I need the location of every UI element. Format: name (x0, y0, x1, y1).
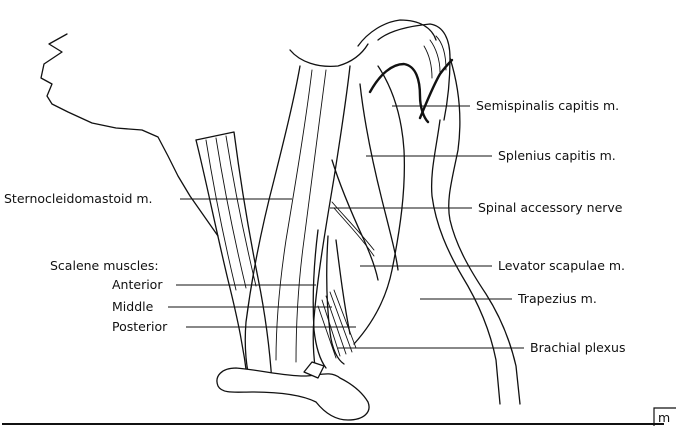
middle-scalene-outline (327, 236, 344, 364)
sternocleidomastoid-outline-2 (313, 66, 350, 384)
spinal-accessory-nerve-path (332, 202, 374, 256)
label-semispinalis: Semispinalis capitis m. (476, 98, 619, 113)
posterior-scalene-outline (336, 240, 350, 334)
splenius-outline (360, 84, 398, 270)
label-splenius: Splenius capitis m. (498, 148, 616, 163)
label-brachial-plexus: Brachial plexus (530, 340, 625, 355)
label-levator-scapulae: Levator scapulae m. (498, 258, 625, 273)
clavicle-bone (217, 368, 369, 420)
ear-region (358, 20, 436, 46)
jaw-contour (290, 44, 368, 66)
anterior-scalene-outline (313, 230, 326, 368)
posterior-neck-contour-inner (432, 120, 500, 404)
corner-mark: m (658, 410, 670, 425)
sternocleidomastoid-fibers (276, 70, 326, 362)
occipital-vessel-2 (420, 60, 452, 118)
label-posterior-scalene: Posterior (112, 319, 168, 334)
sternocleidomastoid-outline (245, 66, 300, 388)
label-scalene-heading: Scalene muscles: (50, 258, 159, 273)
label-sternocleidomastoid: Sternocleidomastoid m. (4, 191, 153, 206)
semispinalis-outline (354, 66, 404, 344)
label-anterior-scalene: Anterior (112, 277, 163, 292)
anatomy-drawing (41, 20, 520, 420)
label-trapezius: Trapezius m. (517, 291, 597, 306)
trapezius-front-fibers (206, 136, 256, 290)
label-spinal-accessory: Spinal accessory nerve (478, 200, 623, 215)
label-middle-scalene: Middle (112, 299, 154, 314)
trapezius-front-band (196, 132, 272, 384)
